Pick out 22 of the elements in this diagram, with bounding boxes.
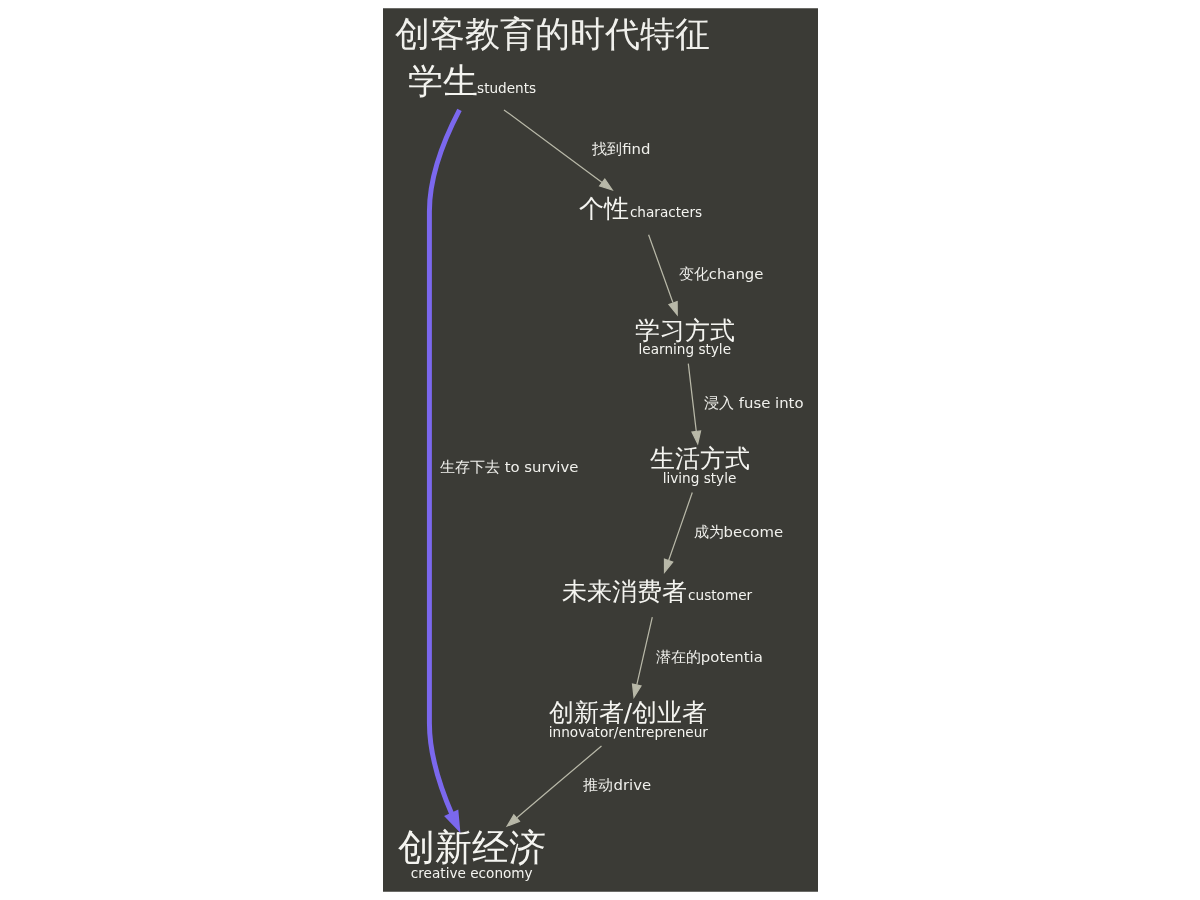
edge-label: 成为become — [693, 522, 783, 541]
node-text: 生活方式 living style — [649, 444, 750, 487]
edge-label: 潜在的potentia — [655, 647, 763, 666]
edge-label: 变化change — [678, 265, 763, 284]
arrow — [505, 745, 602, 828]
edge-label: 推动drive — [582, 776, 651, 795]
edge-label: 生存下去 to survive — [439, 458, 578, 477]
node-text: 创新经济 creative economy — [397, 825, 546, 881]
arrow — [663, 491, 693, 575]
arrow — [631, 616, 653, 699]
arrow — [426, 108, 462, 834]
diagram-title: 创客教育的时代特征 — [394, 13, 710, 54]
node-text: 未来消费者customer — [561, 576, 752, 606]
arrow — [687, 363, 701, 446]
arrow — [502, 109, 614, 191]
node-text: 个性characters — [578, 194, 702, 224]
node-text: 创新者/创业者 innovator/entrepreneur — [548, 698, 708, 740]
node-text: 学习方式 learning style — [634, 315, 735, 358]
edge-label: 找到find — [591, 140, 650, 159]
edge-label: 浸入 fuse into — [703, 394, 804, 413]
node-text: 学生students — [407, 60, 536, 101]
arrow — [647, 234, 678, 317]
